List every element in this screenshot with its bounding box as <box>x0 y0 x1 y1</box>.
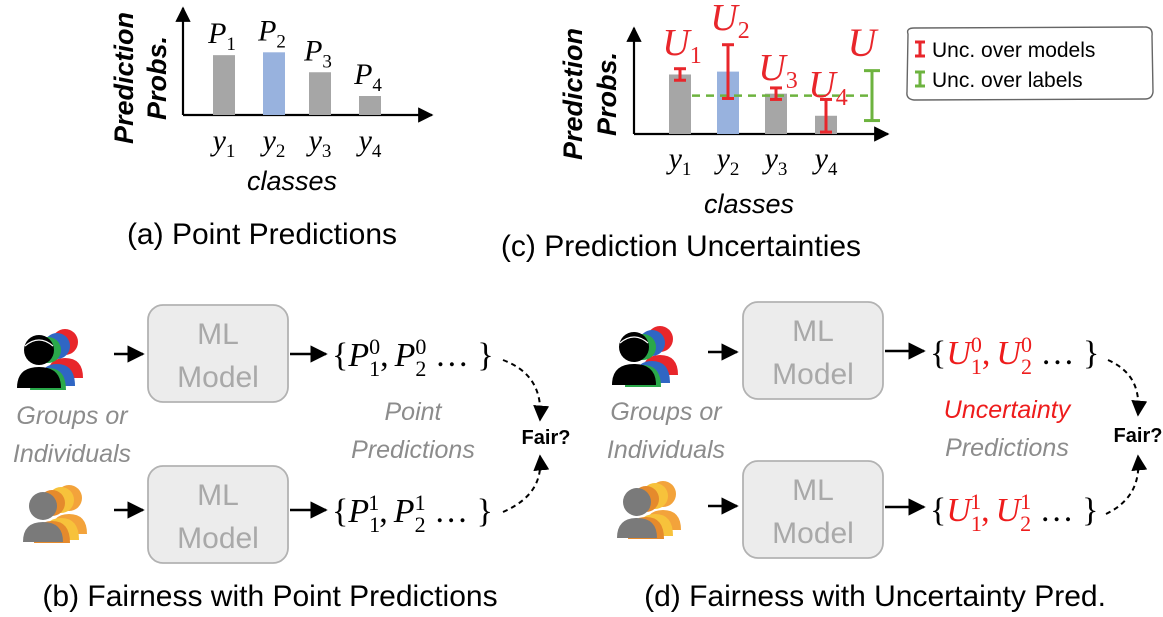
panel-d-output-bottom: {U11,U21 … } <box>930 489 1098 536</box>
panel-c-model-unc-errorbar-2 <box>722 43 734 100</box>
panel-b-mid-line1: Point <box>385 398 443 426</box>
panel-c-overall-uncertainty-label: U <box>848 20 880 65</box>
panel-d-ml-model-top <box>742 301 884 400</box>
colored-people-group-icon <box>17 329 83 390</box>
panel-b-ml-model-top <box>147 304 289 403</box>
panel-a-bar-y4 <box>359 96 381 115</box>
orange-people-group-icon <box>617 481 681 539</box>
panel-d-ml-model-top-line2: Model <box>772 358 854 391</box>
panel-c-bar-y2 <box>717 71 739 134</box>
panel-a-bar-label-2: P2 <box>257 14 286 52</box>
panel-d-ml-model-top-line1: ML <box>792 315 834 348</box>
panel-d-input-line2: Individuals <box>607 436 725 464</box>
panel-d-mid-line2: Predictions <box>945 434 1069 462</box>
panel-a-category-label-2: y2 <box>260 124 286 162</box>
panel-c-model-unc-errorbar-4 <box>820 97 832 134</box>
panel-c-caption: (c) Prediction Uncertainties <box>501 230 861 263</box>
panel-a-bar-y1 <box>213 55 235 115</box>
panel-b-input-line1: Groups or <box>16 402 129 430</box>
panel-b-fairness-point: Groups or Individuals ML Model ML Model … <box>13 304 571 613</box>
panel-d-output-top: {U10,U20 … } <box>930 332 1099 379</box>
panel-c-ylabel-line1: Prediction <box>558 28 588 160</box>
panel-b-ml-model-top-line2: Model <box>177 361 259 394</box>
panel-d-fair-arrow-top <box>1107 359 1148 417</box>
panel-c-bar-label-2: U2 <box>710 0 749 44</box>
panel-c-legend: Unc. over models Unc. over labels <box>906 26 1154 101</box>
legend-model-unc-icon <box>915 40 925 58</box>
legend-labels-label: Unc. over labels <box>932 69 1083 92</box>
panel-c-bar-label-4: U4 <box>808 64 847 111</box>
panel-d-fair-arrow-bottom <box>1105 454 1148 515</box>
panel-c-bar-y3 <box>765 93 787 134</box>
panel-d-fairness-uncertainty: Groups or Individuals ML Model ML Model … <box>607 301 1163 613</box>
panel-d-mid-line1: Uncertainty <box>944 396 1072 424</box>
panel-b-output-bottom: {P11,P21 … } <box>332 490 493 537</box>
panel-b-ml-model-bottom-line1: ML <box>197 479 239 512</box>
panel-a-xlabel: classes <box>247 166 337 196</box>
panel-b-mid-line2: Predictions <box>351 436 475 464</box>
panel-c-category-label-2: y2 <box>714 142 740 180</box>
panel-b-fair-question: Fair? <box>522 427 571 449</box>
panel-a-category-label-1: y1 <box>210 124 236 162</box>
legend-box <box>906 26 1154 101</box>
panel-a-bar-y2 <box>263 52 285 115</box>
panel-c-model-unc-errorbar-1 <box>674 67 686 82</box>
panel-a-bar-y3 <box>309 72 331 115</box>
panel-b-fair-arrow-top <box>502 359 550 422</box>
colored-people-group-icon <box>612 326 678 387</box>
panel-b-caption: (b) Fairness with Point Predictions <box>42 580 497 613</box>
panel-a-ylabel-line2: Probs. <box>142 36 172 120</box>
panel-c-label-unc-errorbar <box>864 69 880 123</box>
panel-a-bar-label-3: P3 <box>303 34 332 72</box>
panel-a-caption: (a) Point Predictions <box>127 218 397 251</box>
panel-a-category-label-4: y4 <box>356 124 382 162</box>
panel-c-model-unc-errorbar-3 <box>770 86 782 101</box>
panel-c-bar-y1 <box>669 74 691 134</box>
panel-b-ml-model-bottom-line2: Model <box>177 522 259 555</box>
legend-models-label: Unc. over models <box>932 39 1095 62</box>
panel-d-caption: (d) Fairness with Uncertainty Pred. <box>644 580 1106 613</box>
panel-b-ml-model-bottom <box>147 465 289 564</box>
panel-d-fair-question: Fair? <box>1114 425 1163 447</box>
panel-b-output-top: {P10,P20 … } <box>332 334 494 381</box>
panel-c-category-label-1: y1 <box>666 142 692 180</box>
panel-c-category-label-4: y4 <box>812 142 838 180</box>
panel-c-ylabel-line2: Probs. <box>592 52 622 136</box>
panel-a-ylabel-line1: Prediction <box>109 12 139 144</box>
panel-c-bar-label-3: U3 <box>758 47 797 94</box>
panel-d-ml-model-bottom-line2: Model <box>772 517 854 550</box>
panel-c-xlabel: classes <box>704 189 794 219</box>
panel-d-ml-model-bottom <box>742 460 884 559</box>
panel-c-category-label-3: y3 <box>762 142 788 180</box>
legend-label-unc-icon <box>915 70 925 88</box>
panel-a-bar-label-1: P1 <box>207 17 236 55</box>
orange-people-group-icon <box>23 485 87 543</box>
panel-d-input-line1: Groups or <box>610 398 723 426</box>
panel-c-bar-label-1: U1 <box>662 22 701 69</box>
panel-d-ml-model-bottom-line1: ML <box>792 474 834 507</box>
panel-a-bar-label-4: P4 <box>353 58 382 96</box>
panel-a-category-label-3: y3 <box>306 124 332 162</box>
panel-b-fair-arrow-bottom <box>502 454 550 513</box>
panel-b-input-line2: Individuals <box>13 440 131 468</box>
panel-b-ml-model-top-line1: ML <box>197 318 239 351</box>
